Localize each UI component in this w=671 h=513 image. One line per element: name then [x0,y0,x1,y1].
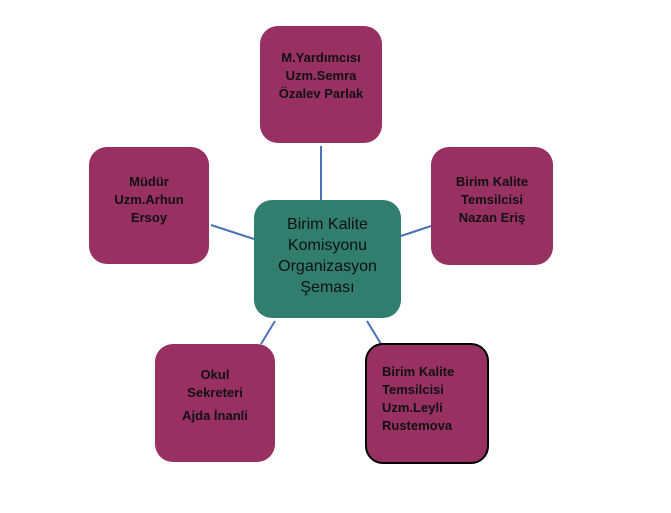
member-line: Temsilcisi [382,382,444,397]
member-line: Temsilcisi [461,192,523,207]
member-line: Uzm.Leyli [382,400,443,415]
member-line: Nazan Eriş [458,210,526,225]
connector-right [400,225,432,237]
member-line: Sekreteri [187,385,243,400]
member-line: Uzm.Arhun [114,192,184,207]
center-line: Birim Kalite [287,216,368,233]
center-box-commission-title: Birim Kalite Komisyonu Organizasyon Şema… [254,200,401,318]
member-line: Ajda İnanli [182,408,248,423]
center-line: Komisyonu [287,237,368,254]
member-line: Rustemova [382,418,453,433]
member-line: Müdür [129,174,169,189]
member-box-deputy-principal: M.Yardımcısı Uzm.Semra Özalev Parlak [260,26,382,143]
center-line: Organizasyon [278,258,377,275]
member-line: Birim Kalite [455,174,529,189]
member-box-quality-representative-1: Birim Kalite Temsilcisi Nazan Eriş [431,147,553,265]
member-line: Uzm.Semra [285,68,357,83]
member-line: Birim Kalite [382,364,455,379]
connector-bottom-left [260,320,276,345]
member-box-quality-representative-2: Birim Kalite Temsilcisi Uzm.Leyli Rustem… [365,343,489,464]
member-line: M.Yardımcısı [281,50,361,65]
member-box-principal: Müdür Uzm.Arhun Ersoy [89,147,209,264]
center-line: Şeması [300,279,355,296]
member-line: Özalev Parlak [278,86,364,101]
member-line: Okul [200,367,230,382]
connector-bottom-right [366,320,382,345]
member-line: Ersoy [130,210,168,225]
connector-left [210,224,255,240]
member-box-school-secretary: Okul Sekreteri Ajda İnanli [155,344,275,462]
